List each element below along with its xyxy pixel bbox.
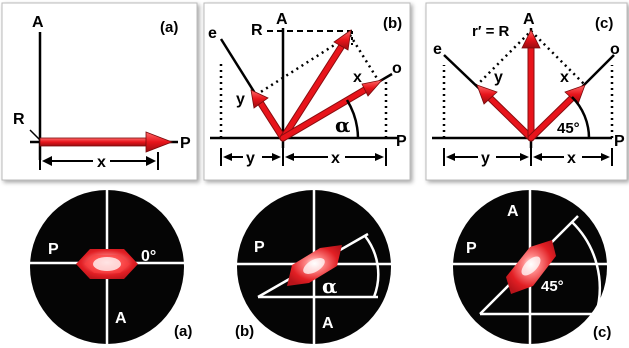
disc-b-p-label: P (254, 239, 265, 256)
axis-o-label: o (610, 41, 620, 58)
panel-c-tag: (c) (595, 15, 613, 32)
panel-b: (b) A P e o R (203, 2, 411, 181)
resultant-arrow (39, 131, 174, 153)
disc-b-tag: (b) (235, 323, 254, 340)
y-dimension (220, 148, 284, 166)
x-dimension (285, 148, 387, 166)
y-dimension (443, 148, 532, 166)
axis-e-label: e (208, 25, 217, 42)
x-dimension-label: x (567, 150, 576, 167)
x-dimension-label: x (97, 154, 106, 171)
disc-c-tag: (c) (593, 324, 611, 341)
axis-a-label: A (276, 11, 288, 28)
axis-p-label: P (180, 135, 191, 152)
axis-r-label: R (251, 22, 263, 39)
y-component-arrow (476, 84, 535, 142)
disc-a-tag: (a) (174, 323, 192, 340)
panel-c: (c) A P e o r′ = R y x (425, 2, 628, 181)
disc-c: A P 45° (c) (453, 190, 611, 344)
disc-b-a-label: A (322, 315, 334, 332)
disc-a-a-label: A (115, 310, 127, 327)
axis-a-label: A (32, 14, 44, 31)
panel-c-frame (425, 2, 628, 181)
axis-r-tick (29, 129, 41, 141)
dotted-r-o (530, 30, 587, 87)
y-component-arrow (250, 89, 287, 142)
disc-c-a-label: A (507, 203, 519, 220)
disc-b-angle-label: α (322, 274, 337, 298)
disc-c-p-label: P (466, 240, 477, 257)
dotted-r-e (475, 30, 532, 87)
disc-a: P 0° A (a) (30, 190, 192, 344)
panel-b-tag: (b) (383, 15, 402, 32)
y-component-label: y (236, 91, 245, 108)
disc-c-angle-arc (571, 221, 601, 315)
axis-a-label: A (523, 11, 535, 28)
x-component-arrow (279, 79, 384, 142)
angle-label: α (335, 113, 350, 137)
panel-a-frame (1, 2, 198, 181)
y-dimension-label: y (481, 150, 490, 167)
disc-a-p-label: P (48, 241, 59, 258)
resultant-arrow (279, 29, 352, 142)
panel-a: (a) A P R x (1, 2, 198, 181)
disc-b: P α A (b) (235, 190, 391, 344)
angle-label: 45° (557, 120, 580, 137)
dotted-r-e (255, 33, 351, 97)
panel-b-frame (203, 2, 411, 181)
disc-b-angle-arc (364, 235, 380, 298)
axis-e-label: e (433, 41, 442, 58)
disc-a-angle-label: 0° (141, 248, 156, 265)
x-dimension-label: x (331, 150, 340, 167)
crystal (506, 240, 556, 294)
resultant-arrow (521, 29, 541, 142)
axis-o-label: o (392, 60, 402, 77)
panel-a-tag: (a) (160, 19, 178, 36)
crystal (76, 249, 138, 279)
y-component-label: y (494, 69, 503, 86)
angle-arc (345, 99, 360, 139)
axis-p-label: P (396, 133, 407, 150)
axis-r-label: r′ = R (472, 23, 510, 40)
axis-r-label: R (13, 111, 25, 128)
axis-p-label: P (614, 133, 625, 150)
disc-c-angle-label: 45° (541, 278, 564, 295)
x-dimension (533, 148, 613, 166)
x-component-label: x (353, 69, 362, 86)
y-dimension-label: y (246, 150, 255, 167)
crystal (287, 245, 342, 286)
angle-arc (571, 96, 591, 139)
x-dimension (39, 152, 159, 170)
x-component-label: x (560, 69, 569, 86)
